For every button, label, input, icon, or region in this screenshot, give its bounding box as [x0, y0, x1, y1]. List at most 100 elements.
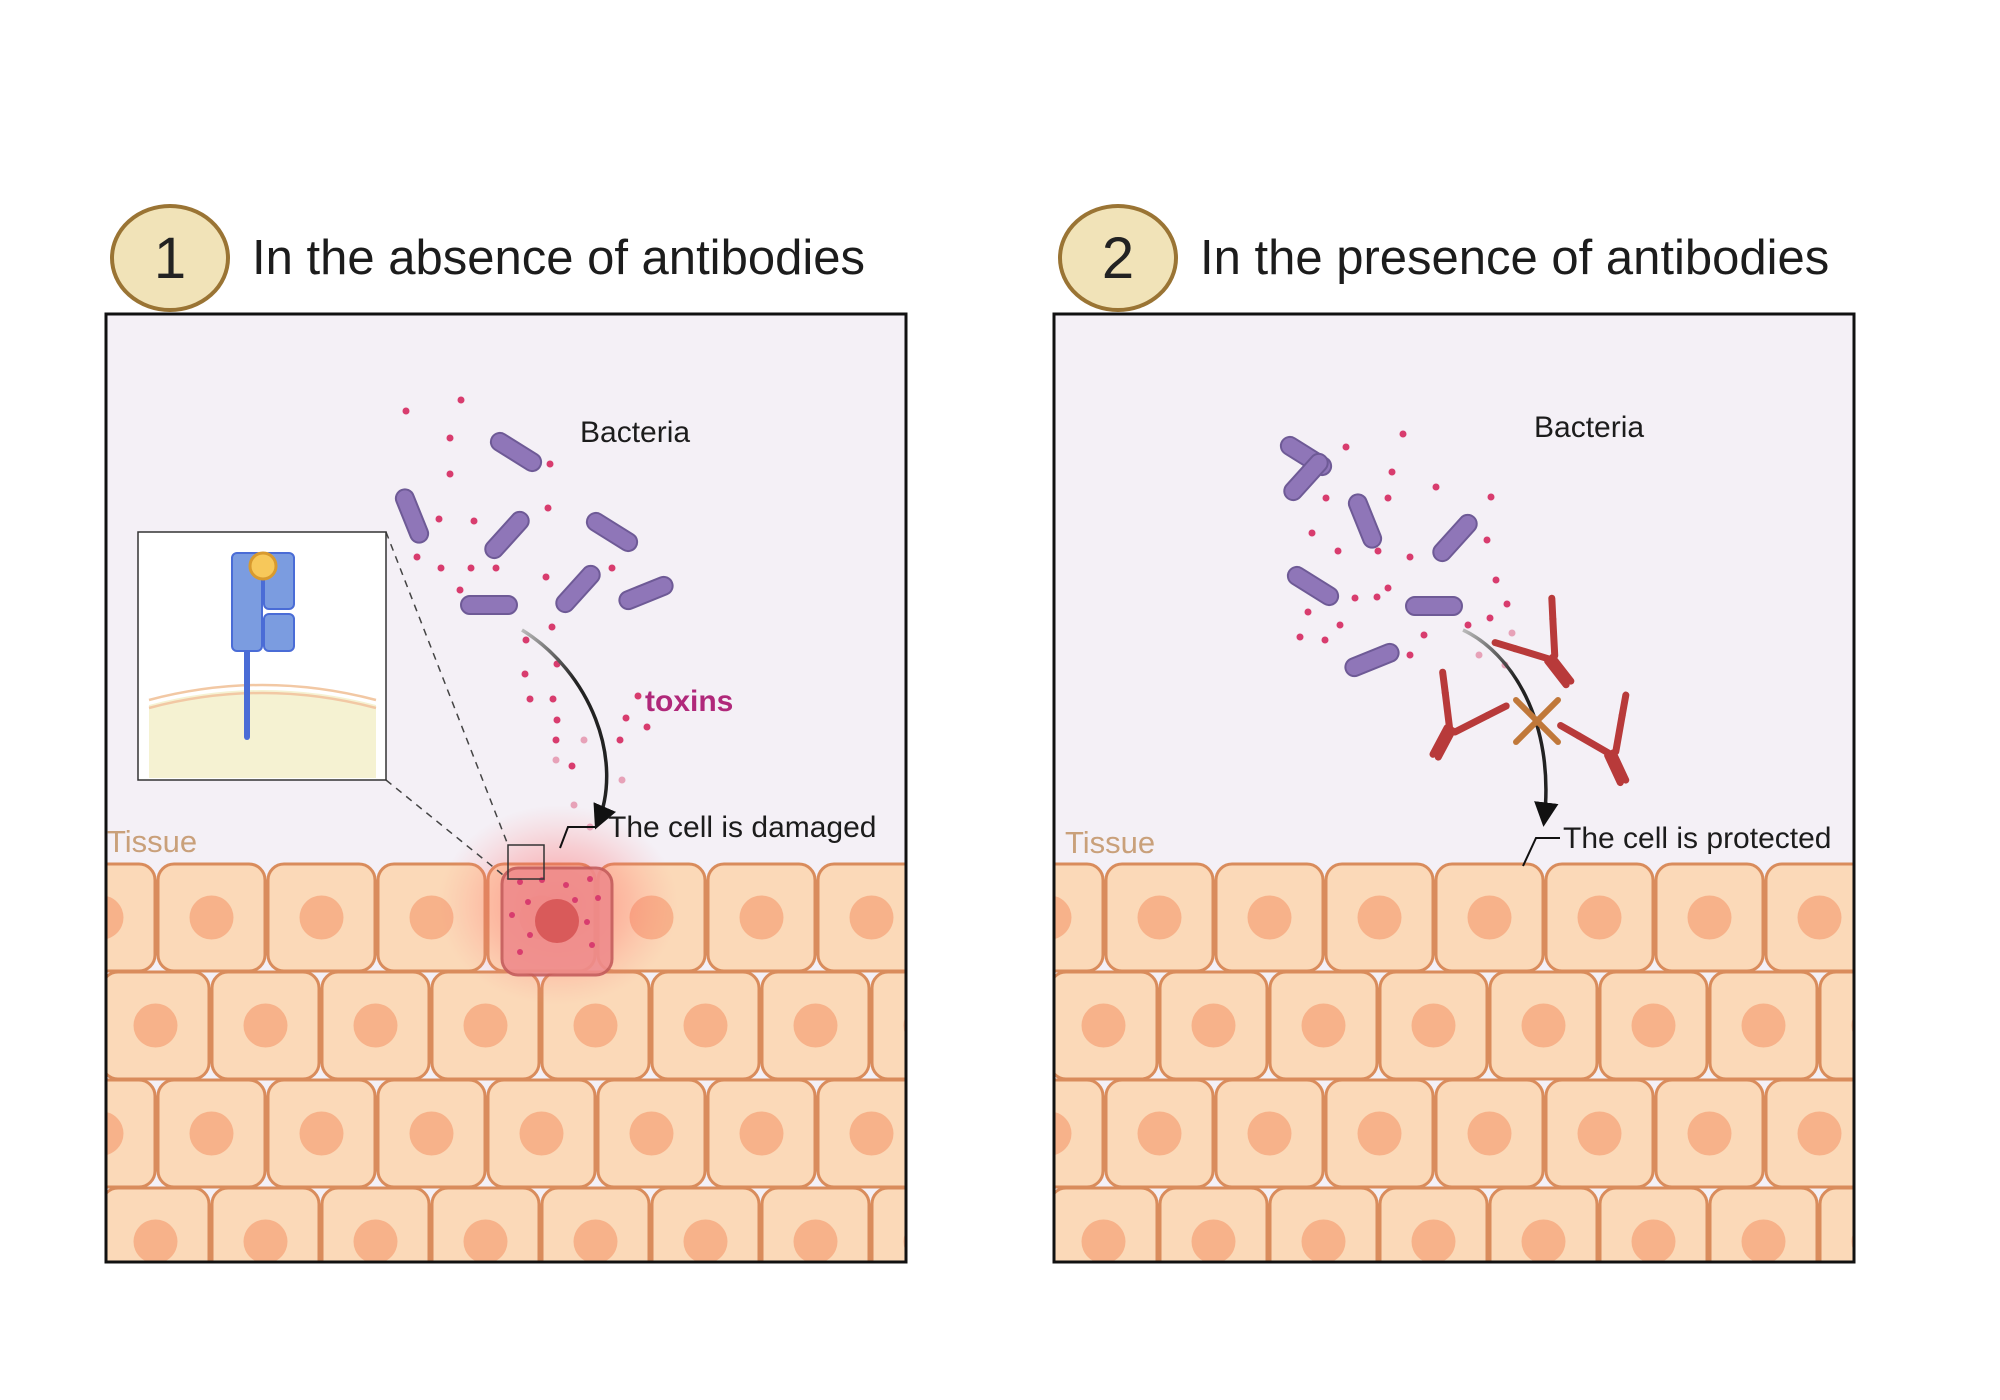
- cell-nucleus: [793, 1219, 838, 1262]
- cell-nucleus: [1301, 1219, 1346, 1262]
- cell-nucleus: [1577, 1111, 1622, 1156]
- cell-nucleus: [1908, 896, 1952, 940]
- cell-nucleus: [1411, 1219, 1456, 1262]
- bacterium: [394, 488, 430, 544]
- outcome-label-1: The cell is damaged: [608, 811, 876, 844]
- receptor-protein: [231, 551, 295, 740]
- step-number-1: 1: [154, 226, 186, 291]
- bacterium: [555, 564, 601, 614]
- cell-nucleus: [243, 1003, 288, 1048]
- cell-nucleus: [1014, 1004, 1058, 1048]
- cell-nucleus: [1631, 1003, 1676, 1048]
- cell-nucleus: [1247, 1111, 1292, 1156]
- panel-presence: 2 In the presence of antibodies: [1052, 204, 2000, 1295]
- cell-nucleus: [1741, 1219, 1786, 1262]
- cell-nucleus: [1851, 1015, 1854, 1036]
- cell-nucleus: [133, 1219, 178, 1262]
- bacterium: [1283, 452, 1329, 502]
- cell-nucleus: [1962, 1220, 2000, 1264]
- zoom-guide-line-bottom: [385, 779, 509, 880]
- cell-nucleus: [849, 1111, 894, 1156]
- toxin-path-arrow-1: [521, 628, 616, 830]
- toxin-particles-2: [1296, 430, 1516, 669]
- step-number-2: 2: [1102, 226, 1134, 291]
- cell-nucleus: [629, 1111, 674, 1156]
- antibody-icon: [1557, 691, 1630, 787]
- cell-nucleus: [1247, 895, 1292, 940]
- panel-title-2: In the presence of antibodies: [1200, 231, 1829, 285]
- cell-nucleus: [1357, 895, 1402, 940]
- panel-border-2: [1052, 312, 1856, 1264]
- bacteria-cluster-2: [1279, 435, 1478, 678]
- cell-nucleus: [1908, 1112, 1952, 1156]
- cell-nucleus: [960, 1112, 1004, 1156]
- step-badge-1: 1: [110, 204, 230, 312]
- tissue-cell: [870, 970, 906, 1081]
- tissue-label-2: Tissue: [1065, 825, 1155, 860]
- panel-absence: 1 In the absence of antibodies: [104, 204, 1058, 1264]
- tissue-cell: [106, 1078, 157, 1189]
- cell-nucleus: [1357, 1111, 1402, 1156]
- cell-nucleus: [1687, 1111, 1732, 1156]
- tissue-cell: [106, 862, 157, 973]
- cell-nucleus: [1521, 1003, 1566, 1048]
- antibody-icon: [1429, 668, 1510, 761]
- cell-nucleus: [299, 1111, 344, 1156]
- tissue-cell: [1930, 1188, 2000, 1295]
- cell-nucleus: [1797, 895, 1842, 940]
- cell-nucleus: [1687, 895, 1732, 940]
- tissue-layer-2: [1054, 862, 2000, 1295]
- zoom-guide-line-top: [385, 531, 509, 846]
- bacterium: [585, 511, 639, 553]
- panel-title-1: In the absence of antibodies: [252, 231, 865, 285]
- tissue-cell: [1054, 862, 1105, 973]
- cell-nucleus: [1962, 1004, 2000, 1048]
- cell-nucleus: [683, 1219, 728, 1262]
- cell-nucleus: [1301, 1003, 1346, 1048]
- toxin-path-arrow-2: [1462, 628, 1559, 827]
- panel-border-1: [104, 312, 908, 1264]
- cell-nucleus: [353, 1003, 398, 1048]
- bacterium: [1405, 596, 1463, 616]
- bound-toxin-icon: [248, 551, 278, 581]
- cell-nucleus: [353, 1219, 398, 1262]
- cell-nucleus: [573, 1003, 618, 1048]
- tissue-cell: [870, 1186, 906, 1262]
- outcome-label-2: The cell is protected: [1563, 822, 1831, 855]
- toxin-particles-1: [402, 396, 651, 831]
- blocked-x-icon: [1513, 697, 1561, 745]
- callout-line-1: [559, 826, 597, 849]
- bacteria-label-1: Bacteria: [580, 416, 690, 449]
- tissue-cell: [1876, 1080, 1983, 1187]
- cell-nucleus: [1137, 895, 1182, 940]
- antibody-icon: [1491, 594, 1575, 689]
- cell-nucleus: [1521, 1219, 1566, 1262]
- toxins-label: toxins: [645, 685, 733, 718]
- bacterium: [460, 595, 518, 615]
- bacterium: [1344, 642, 1400, 678]
- cell-nucleus: [409, 1111, 454, 1156]
- cell-nucleus: [1411, 1003, 1456, 1048]
- cell-nucleus: [1467, 1111, 1512, 1156]
- cell-nucleus: [1191, 1219, 1236, 1262]
- zoom-inset: [137, 531, 387, 781]
- cell-nucleus: [1467, 895, 1512, 940]
- cell-nucleus: [1631, 1219, 1676, 1262]
- cell-nucleus: [243, 1219, 288, 1262]
- cell-nucleus: [1054, 895, 1072, 940]
- cell-nucleus: [683, 1003, 728, 1048]
- cell-nucleus: [189, 895, 234, 940]
- bacteria-cluster-1: [394, 431, 674, 615]
- cell-nucleus: [133, 1003, 178, 1048]
- cell-nucleus: [903, 1231, 906, 1252]
- callout-line-2: [1522, 837, 1560, 867]
- cell-nucleus: [1797, 1111, 1842, 1156]
- bacterium: [489, 431, 543, 473]
- zoom-source-box: [507, 844, 545, 880]
- cell-nucleus: [960, 896, 1004, 940]
- bacterium: [1347, 493, 1383, 549]
- cell-nucleus: [1137, 1111, 1182, 1156]
- antibodies: [1429, 594, 1630, 787]
- tissue-cell: [1876, 864, 1983, 971]
